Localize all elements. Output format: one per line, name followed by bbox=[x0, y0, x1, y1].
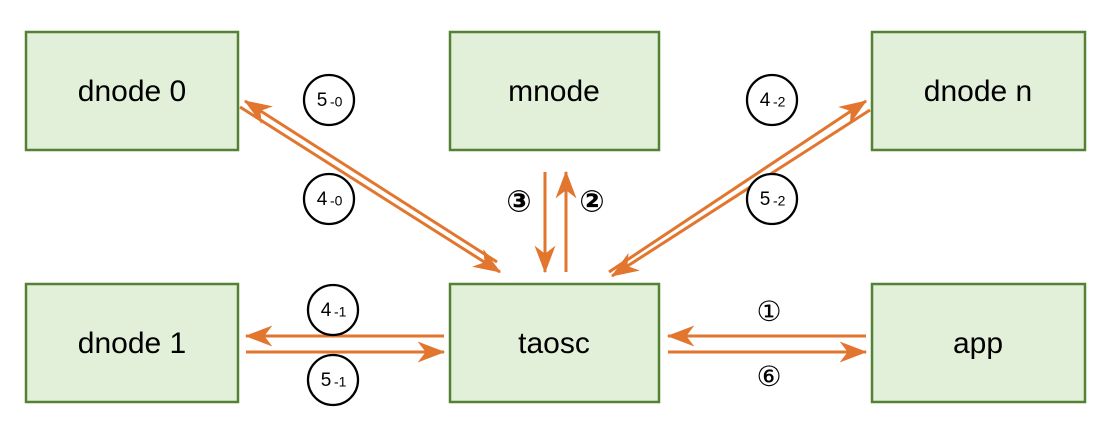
badge-text-4-1-sub: -1 bbox=[334, 304, 347, 320]
badge-text-5-2-sub: -2 bbox=[773, 193, 786, 209]
badge-text-4-0-sub: -0 bbox=[330, 193, 343, 209]
node-box-taosc bbox=[448, 282, 661, 404]
edge-line-4-2 bbox=[608, 99, 867, 274]
edge-label-5-1[interactable]: 5 -1 bbox=[306, 353, 360, 407]
edge-label-2[interactable]: ② bbox=[579, 185, 604, 220]
edge-label-4-1[interactable]: 4 -1 bbox=[306, 283, 360, 337]
badge-text-5-1-sub: -1 bbox=[334, 374, 347, 390]
edge-line-5-2 bbox=[610, 108, 871, 278]
node-dnode1[interactable]: dnode 1 bbox=[24, 282, 240, 404]
node-label-dnode0: dnode 0 bbox=[78, 75, 186, 108]
edge-label-6[interactable]: ⑥ bbox=[756, 360, 781, 393]
badge-circle-4-1 bbox=[306, 283, 360, 337]
node-taosc[interactable]: taosc bbox=[448, 282, 661, 404]
badge-circle-5-1 bbox=[306, 353, 360, 407]
badge-text-5-0-main: 5 bbox=[317, 90, 328, 111]
node-label-app: app bbox=[953, 327, 1003, 360]
edge-line-4-0 bbox=[239, 105, 502, 274]
node-dnode0[interactable]: dnode 0 bbox=[24, 30, 240, 152]
node-box-dnoden bbox=[870, 30, 1087, 152]
node-label-mnode: mnode bbox=[508, 75, 600, 108]
badge-circle-5-0 bbox=[302, 73, 356, 127]
badge-circle-5-2 bbox=[745, 172, 799, 226]
node-box-dnode0 bbox=[24, 30, 240, 152]
node-dnoden[interactable]: dnode n bbox=[870, 30, 1087, 152]
node-box-app bbox=[870, 282, 1087, 404]
edge-label-4-2[interactable]: 4 -2 bbox=[745, 73, 799, 127]
edge-line-5-0 bbox=[243, 99, 498, 264]
node-box-dnode1 bbox=[24, 282, 240, 404]
badge-circle-4-2 bbox=[745, 73, 799, 127]
badge-text-4-0-main: 4 bbox=[317, 189, 328, 210]
badge-text-4-1-main: 4 bbox=[321, 300, 332, 321]
node-app[interactable]: app bbox=[870, 282, 1087, 404]
badge-text-5-2-main: 5 bbox=[760, 189, 771, 210]
node-label-taosc: taosc bbox=[518, 327, 590, 360]
badge-circle-4-0 bbox=[302, 172, 356, 226]
badge-text-4-2-main: 4 bbox=[760, 90, 771, 111]
edge-label-4-0[interactable]: 4 -0 bbox=[302, 172, 356, 226]
badge-text-5-0-sub: -0 bbox=[330, 94, 343, 110]
badge-text-4-2-sub: -2 bbox=[773, 94, 786, 110]
edge-label-5-2[interactable]: 5 -2 bbox=[745, 172, 799, 226]
edge-label-1[interactable]: ① bbox=[756, 295, 781, 328]
node-label-dnoden: dnode n bbox=[924, 75, 1032, 108]
edge-label-3[interactable]: ③ bbox=[506, 185, 531, 220]
badge-text-5-1-main: 5 bbox=[321, 370, 332, 391]
node-label-dnode1: dnode 1 bbox=[78, 327, 186, 360]
edge-label-5-0[interactable]: 5 -0 bbox=[302, 73, 356, 127]
node-mnode[interactable]: mnode bbox=[448, 30, 661, 152]
node-box-mnode bbox=[448, 30, 661, 152]
